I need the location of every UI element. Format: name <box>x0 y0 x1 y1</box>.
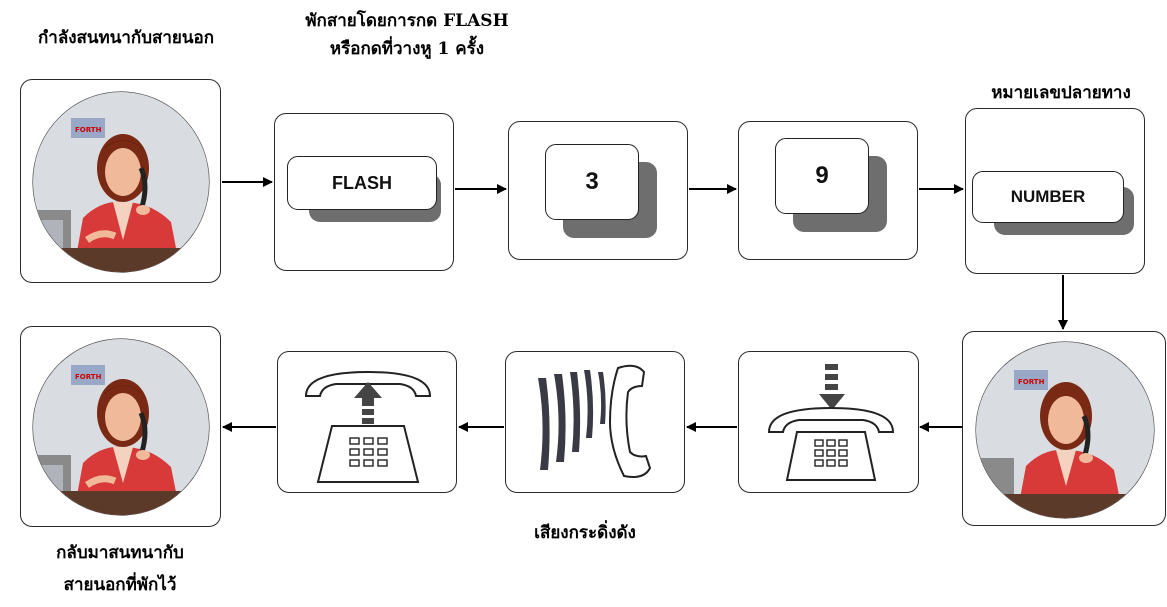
caption-return-line2: สายนอกที่พักไว้ <box>63 575 177 595</box>
flash-key-label[interactable]: FLASH <box>287 156 437 210</box>
step-number-box: NUMBER <box>965 108 1145 274</box>
number-key[interactable]: NUMBER <box>972 171 1142 241</box>
forth-logo: FORTH <box>75 373 102 381</box>
step-ringing-box <box>505 351 685 493</box>
forth-logo: FORTH <box>75 126 102 134</box>
step-three-box: 3 <box>508 121 688 260</box>
step-flash-box: FLASH <box>274 113 454 271</box>
caption-flash-line1: พักสายโดยการกด FLASH <box>305 11 509 31</box>
key-three[interactable]: 3 <box>545 144 665 244</box>
caption-ringing: เสียงกระดิ่งดัง <box>534 523 636 543</box>
step-connected-box: FORTH <box>962 331 1166 526</box>
caption-talking-outside: กำลังสนทนากับสายนอก <box>37 28 215 48</box>
step-return-box: FORTH <box>20 326 221 527</box>
ringing-handset-icon <box>538 364 652 478</box>
number-key-label[interactable]: NUMBER <box>972 171 1124 223</box>
caption-return-line1: กลับมาสนทนากับ <box>56 543 184 563</box>
operator-portrait: FORTH <box>31 90 211 278</box>
step-handset-up-box <box>277 351 457 493</box>
step-talking-box: FORTH <box>20 79 221 283</box>
key-three-label[interactable]: 3 <box>545 144 639 220</box>
step-handset-down-box <box>738 351 919 493</box>
key-nine-label[interactable]: 9 <box>775 138 869 214</box>
destination-portrait: FORTH <box>974 340 1156 524</box>
step-nine-box: 9 <box>738 121 918 260</box>
phone-hangup-icon <box>767 364 895 481</box>
caption-dial-destination: หมายเลขปลายทาง <box>991 83 1131 103</box>
phone-pickup-icon <box>304 370 432 483</box>
key-nine[interactable]: 9 <box>775 138 895 238</box>
forth-logo: FORTH <box>1018 378 1045 386</box>
flash-key[interactable]: FLASH <box>287 156 457 226</box>
caption-flash-line2: หรือกดที่วางหู 1 ครั้ง <box>329 39 485 59</box>
operator-portrait-return: FORTH <box>31 337 211 521</box>
